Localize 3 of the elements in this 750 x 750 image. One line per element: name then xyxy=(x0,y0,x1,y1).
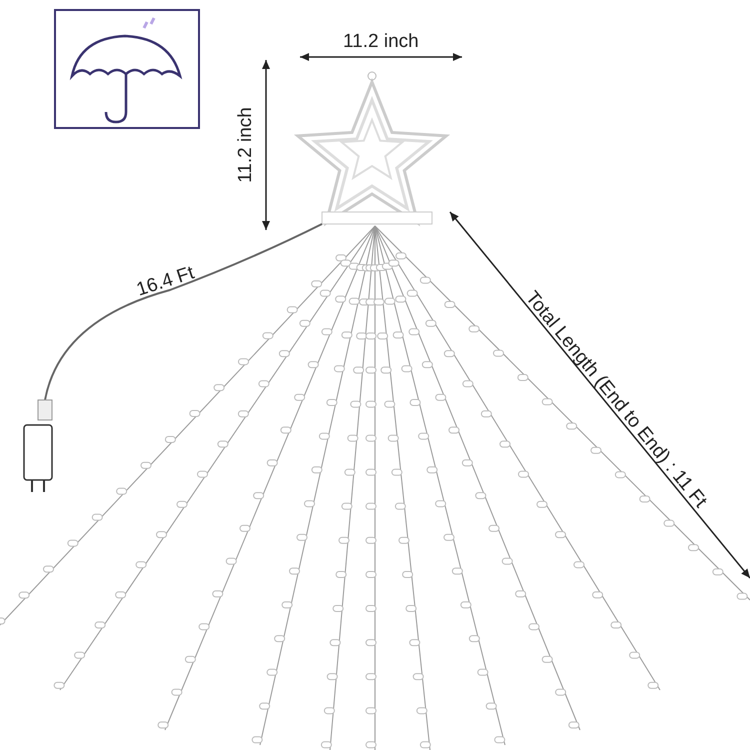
dimension-label: 11.2 inch xyxy=(343,31,419,53)
dimension-label: 11.2 inch xyxy=(234,107,257,183)
dimension-label: 16.4 Ft xyxy=(134,262,197,302)
